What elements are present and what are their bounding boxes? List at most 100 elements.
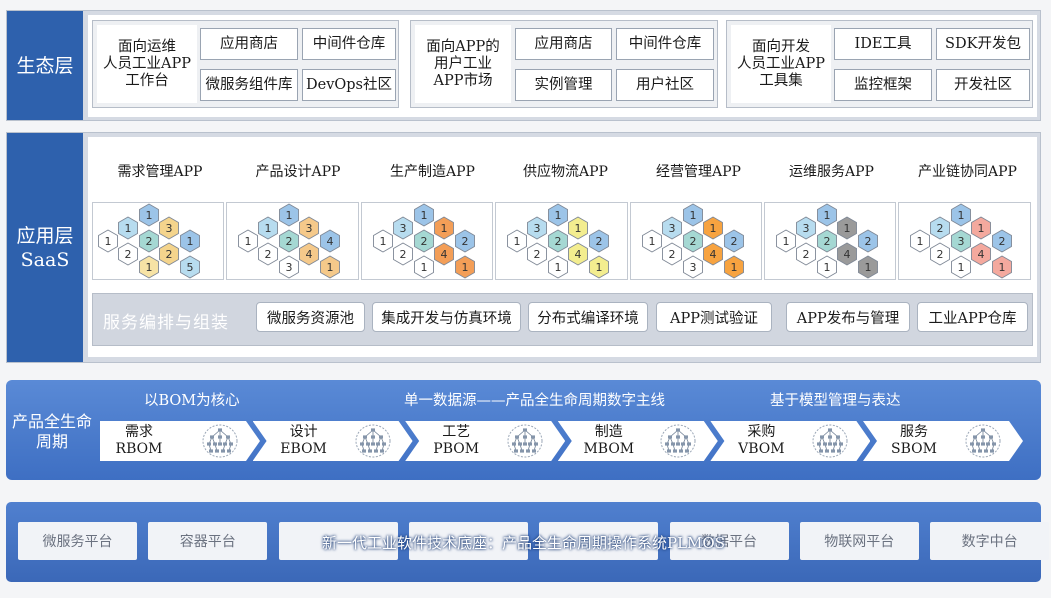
service-app-repository[interactable]: 工业APP仓库 xyxy=(917,302,1028,332)
hex-node-label: 1 xyxy=(555,261,562,274)
hex-node-label: 3 xyxy=(689,261,696,274)
hex-node-label: 2 xyxy=(937,248,944,261)
ecology-item-monitor-framework[interactable]: 监控框架 xyxy=(834,69,932,101)
hex-node xyxy=(992,229,1013,253)
lifecycle-heading-model: 基于模型管理与表达 xyxy=(770,393,901,409)
hex-node xyxy=(682,229,703,253)
service-app-testing[interactable]: APP测试验证 xyxy=(656,302,772,332)
base-platform-tile[interactable] xyxy=(539,522,659,560)
hex-node-label: 2 xyxy=(668,248,675,261)
hex-node xyxy=(139,229,159,253)
base-platform-tile[interactable] xyxy=(278,522,398,560)
hex-node-label: 1 xyxy=(245,235,252,248)
hex-node-label: 1 xyxy=(420,209,427,222)
hex-node xyxy=(258,216,279,240)
ecology-item-middleware-repo[interactable]: 中间件仓库 xyxy=(302,28,396,60)
app-chevron-logistics[interactable]: 供应物流APP xyxy=(493,156,630,186)
hex-node xyxy=(723,255,744,279)
base-platform-layer: 微服务平台容器平台数据平台物联网平台数字中台 新一代工业软件技术底座：产品全生命… xyxy=(6,502,1050,582)
lifecycle-stage-name: 服务 xyxy=(900,424,928,440)
hex-node-label: 2 xyxy=(689,235,696,248)
hex-node-label: 1 xyxy=(575,222,582,235)
hex-node-label: 1 xyxy=(146,209,153,222)
hex-node xyxy=(661,216,682,240)
app-chevron-design[interactable]: 产品设计APP xyxy=(224,156,364,186)
hex-node-label: 1 xyxy=(958,209,965,222)
hex-node xyxy=(817,255,837,279)
hex-node xyxy=(702,242,723,266)
hex-node xyxy=(507,229,528,253)
service-app-release[interactable]: APP发布与管理 xyxy=(786,302,910,332)
app-chevron-business[interactable]: 经营管理APP xyxy=(626,156,763,186)
service-distributed-compile[interactable]: 分布式编译环境 xyxy=(528,302,648,332)
hex-node-label: 2 xyxy=(399,248,406,261)
base-platform-tile[interactable]: 数据平台 xyxy=(669,522,789,560)
hex-node xyxy=(817,229,837,253)
ecology-item-dev-community[interactable]: 开发社区 xyxy=(936,69,1030,101)
lifecycle-stage-bom: MBOM xyxy=(583,441,635,457)
hex-node-label: 2 xyxy=(865,235,872,248)
ecology-item-sdk[interactable]: SDK开发包 xyxy=(936,28,1030,60)
hex-node xyxy=(723,229,744,253)
base-platform-tile[interactable]: 物联网平台 xyxy=(799,522,919,560)
hex-node-label: 3 xyxy=(958,235,965,248)
hex-node xyxy=(589,255,610,279)
app-chevron-operations[interactable]: 运维服务APP xyxy=(759,156,896,186)
hex-node xyxy=(589,229,610,253)
hex-node xyxy=(527,216,548,240)
hex-node-label: 1 xyxy=(844,222,851,235)
ecology-layer-label: 生态层 xyxy=(7,11,83,120)
app-chevron-manufacturing[interactable]: 生产制造APP xyxy=(360,156,497,186)
base-platform-tile[interactable]: 容器平台 xyxy=(148,522,268,560)
ecology-item-instance-mgmt[interactable]: 实例管理 xyxy=(515,69,612,101)
service-microservice-pool[interactable]: 微服务资源池 xyxy=(256,302,365,332)
app-chevron-supply-chain[interactable]: 产业链协同APP xyxy=(892,156,1033,186)
app-chevron-requirements[interactable]: 需求管理APP xyxy=(92,156,228,186)
hex-node-label: 3 xyxy=(399,222,406,235)
hex-node-label: 3 xyxy=(166,222,173,235)
saas-panel: 需求管理APP 产品设计APP 生产制造APP 供应物流APP 经营管理APP … xyxy=(88,137,1037,357)
hex-node-label: 1 xyxy=(187,235,194,248)
hex-node xyxy=(930,242,951,266)
ecology-item-microservice-lib[interactable]: 微服务组件库 xyxy=(200,69,298,101)
hex-node-label: 1 xyxy=(420,261,427,274)
hex-node xyxy=(433,242,454,266)
ecology-item-app-store[interactable]: 应用商店 xyxy=(515,28,612,60)
base-platform-tile[interactable] xyxy=(408,522,528,560)
bom-tree-icon xyxy=(812,424,848,461)
hex-node-label: 2 xyxy=(555,235,562,248)
hex-node xyxy=(992,255,1013,279)
ecology-group-title: 面向运维 人员工业APP 工作台 xyxy=(97,25,197,103)
ecology-item-app-store[interactable]: 应用商店 xyxy=(200,28,298,60)
base-platform-tile[interactable]: 数字中台 xyxy=(930,522,1050,560)
hex-node xyxy=(279,203,300,227)
hex-node xyxy=(320,229,341,253)
hex-node xyxy=(454,255,475,279)
hex-node xyxy=(279,229,300,253)
hex-node xyxy=(299,216,320,240)
lifecycle-layer: 产品全生命 周期 以BOM为核心 单一数据源——产品全生命周期数字主线 基于模型… xyxy=(6,380,1041,480)
ecology-item-user-community[interactable]: 用户社区 xyxy=(616,69,714,101)
ecology-item-middleware-repo[interactable]: 中间件仓库 xyxy=(616,28,714,60)
ecology-item-devops-community[interactable]: DevOps社区 xyxy=(302,69,396,101)
hex-node-label: 2 xyxy=(534,248,541,261)
service-ide-simulation[interactable]: 集成开发与仿真环境 xyxy=(372,302,521,332)
hex-node xyxy=(776,229,796,253)
hex-node xyxy=(413,203,434,227)
hex-node-label: 2 xyxy=(596,235,603,248)
bom-tree-icon xyxy=(355,424,391,461)
base-platform-tile[interactable]: 微服务平台 xyxy=(18,522,137,560)
ecology-item-ide-tools[interactable]: IDE工具 xyxy=(834,28,932,60)
hex-node xyxy=(682,203,703,227)
